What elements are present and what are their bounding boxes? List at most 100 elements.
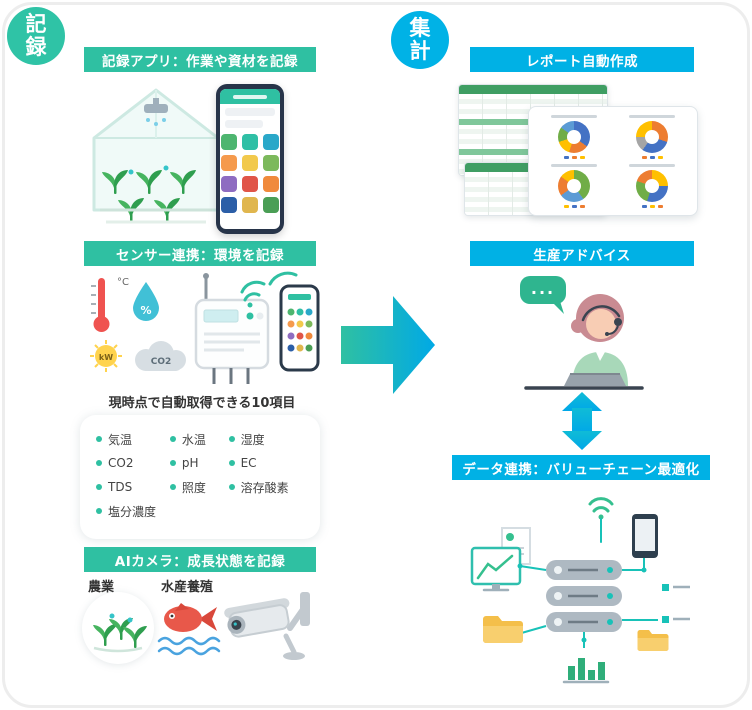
app-tile-icon [221, 155, 237, 171]
sensor-item-label: 照度 [181, 480, 206, 495]
humidity-percent-label: % [140, 304, 151, 317]
aggregate-badge: 集 計 [391, 11, 449, 69]
bullet-dot [169, 484, 176, 490]
plant-sprouts [102, 165, 196, 222]
security-camera-icon [224, 592, 310, 660]
banner-ai-camera: AIカメラ：成長状態を記録 [84, 547, 316, 572]
banner-data-linkage: データ連携：バリューチェーン最適化 [452, 455, 710, 480]
sensor-item-label: 湿度 [240, 432, 265, 447]
server-stack-icon [546, 560, 622, 632]
app-tile-icon [263, 197, 279, 213]
sensor-device [194, 273, 270, 384]
sensor-item: TDS [96, 480, 170, 494]
app-row-placeholder [225, 108, 275, 116]
app-tile-icon [263, 176, 279, 192]
app-tile-icon [221, 134, 237, 150]
sensor-item: 気温 [96, 432, 170, 447]
bullet-dot [228, 484, 235, 490]
sensor-item-label: 塩分濃度 [108, 504, 157, 519]
sensor-item-label: CO2 [108, 456, 134, 470]
aquaculture-label: 水産養殖 [161, 580, 214, 595]
wifi-icon [240, 271, 298, 308]
report-illustration [458, 84, 698, 220]
bullet-dot [96, 508, 102, 514]
sensor-item: EC [228, 456, 310, 470]
sensor-item-label: 気温 [108, 432, 133, 447]
bullet-dot [96, 460, 102, 466]
app-tile-icon [242, 155, 258, 171]
sprinkler-icon [144, 98, 168, 126]
thermometer-icon: °C [91, 277, 129, 332]
sensor-item-label: 溶存酸素 [240, 480, 289, 495]
bullet-dot [96, 484, 102, 490]
sensor-item-label: 水温 [181, 432, 206, 447]
app-phone-mockup [216, 84, 284, 234]
record-badge: 記 録 [7, 7, 65, 65]
power-unit-label: kW [99, 353, 113, 362]
app-tile-icon [263, 155, 279, 171]
data-linkage-illustration [470, 497, 690, 684]
sensor-item: pH [169, 456, 229, 470]
folder-icon [483, 616, 523, 643]
humidity-drop-icon: % [133, 282, 159, 321]
greenhouse-illustration [92, 88, 220, 224]
flow-arrow-icon [341, 296, 435, 394]
banner-advice: 生産アドバイス [470, 241, 694, 266]
fish-icon [157, 603, 221, 656]
sensor-items-col1: 気温 CO2 TDS 塩分濃度 [96, 432, 170, 539]
wifi-antenna-icon [588, 497, 614, 543]
double-arrow-icon [562, 392, 602, 450]
spreadsheet-header [459, 85, 607, 94]
tablet-icon [632, 514, 658, 558]
app-tile-icon [221, 197, 237, 213]
donut-chart [617, 162, 687, 209]
power-sun-icon: kW [90, 340, 122, 372]
donut-chart [617, 113, 687, 160]
app-tile-icon [242, 134, 258, 150]
sensor-subtitle: 現時点で自動取得できる10項目 [108, 396, 296, 411]
donut-charts-card [528, 106, 698, 216]
record-badge-char1: 記 [25, 12, 47, 37]
bar-chart-icon [562, 658, 610, 684]
app-phone-screen [220, 89, 280, 229]
temperature-unit-label: °C [117, 277, 129, 288]
sensor-item-label: TDS [108, 480, 133, 494]
sensor-item: 照度 [169, 480, 229, 495]
banner-sensor: センサー連携：環境を記録 [84, 241, 316, 266]
banner-report: レポート自動作成 [470, 47, 694, 72]
sensor-item: 湿度 [228, 432, 310, 447]
donut-chart [539, 113, 609, 160]
sensor-item: 水温 [169, 432, 229, 447]
sensor-item: CO2 [96, 456, 170, 470]
connection-lines [517, 558, 658, 648]
speech-bubble: ... [520, 276, 566, 314]
folder-icon [637, 630, 669, 651]
banner-record-app: 記録アプリ：作業や資材を記録 [84, 47, 316, 72]
co2-label: CO2 [151, 357, 172, 367]
co2-cloud-icon: CO2 [135, 341, 186, 371]
app-tile-icon [221, 176, 237, 192]
sensor-items-col2: 水温 pH 照度 [169, 432, 229, 539]
sensor-phone-mockup [279, 284, 320, 372]
sensor-item-label: pH [181, 456, 199, 470]
sensor-illustration: °C % kW CO2 [90, 271, 320, 384]
advisor-person [564, 294, 628, 386]
sensor-item: 塩分濃度 [96, 504, 170, 519]
bullet-dot [228, 460, 235, 466]
sensor-items-box: 気温 CO2 TDS 塩分濃度 水温 pH 照度 湿度 EC 溶存酸素 [80, 415, 320, 539]
app-header-bar [220, 89, 280, 104]
app-icon-grid [220, 134, 280, 213]
sensor-items-col3: 湿度 EC 溶存酸素 [228, 432, 310, 539]
advisor-illustration: ... [520, 276, 644, 390]
donut-chart [539, 162, 609, 209]
agriculture-label: 農業 [88, 580, 115, 595]
agriculture-plants-icon [82, 592, 154, 664]
speech-dots: ... [531, 279, 555, 298]
app-row-placeholder [225, 120, 263, 128]
app-tile-icon [242, 176, 258, 192]
app-tile-icon [263, 134, 279, 150]
aggregate-badge-char2: 計 [409, 39, 431, 63]
record-badge-char2: 録 [25, 35, 47, 59]
bullet-dot [228, 436, 235, 442]
sensor-item: 溶存酸素 [228, 480, 310, 495]
